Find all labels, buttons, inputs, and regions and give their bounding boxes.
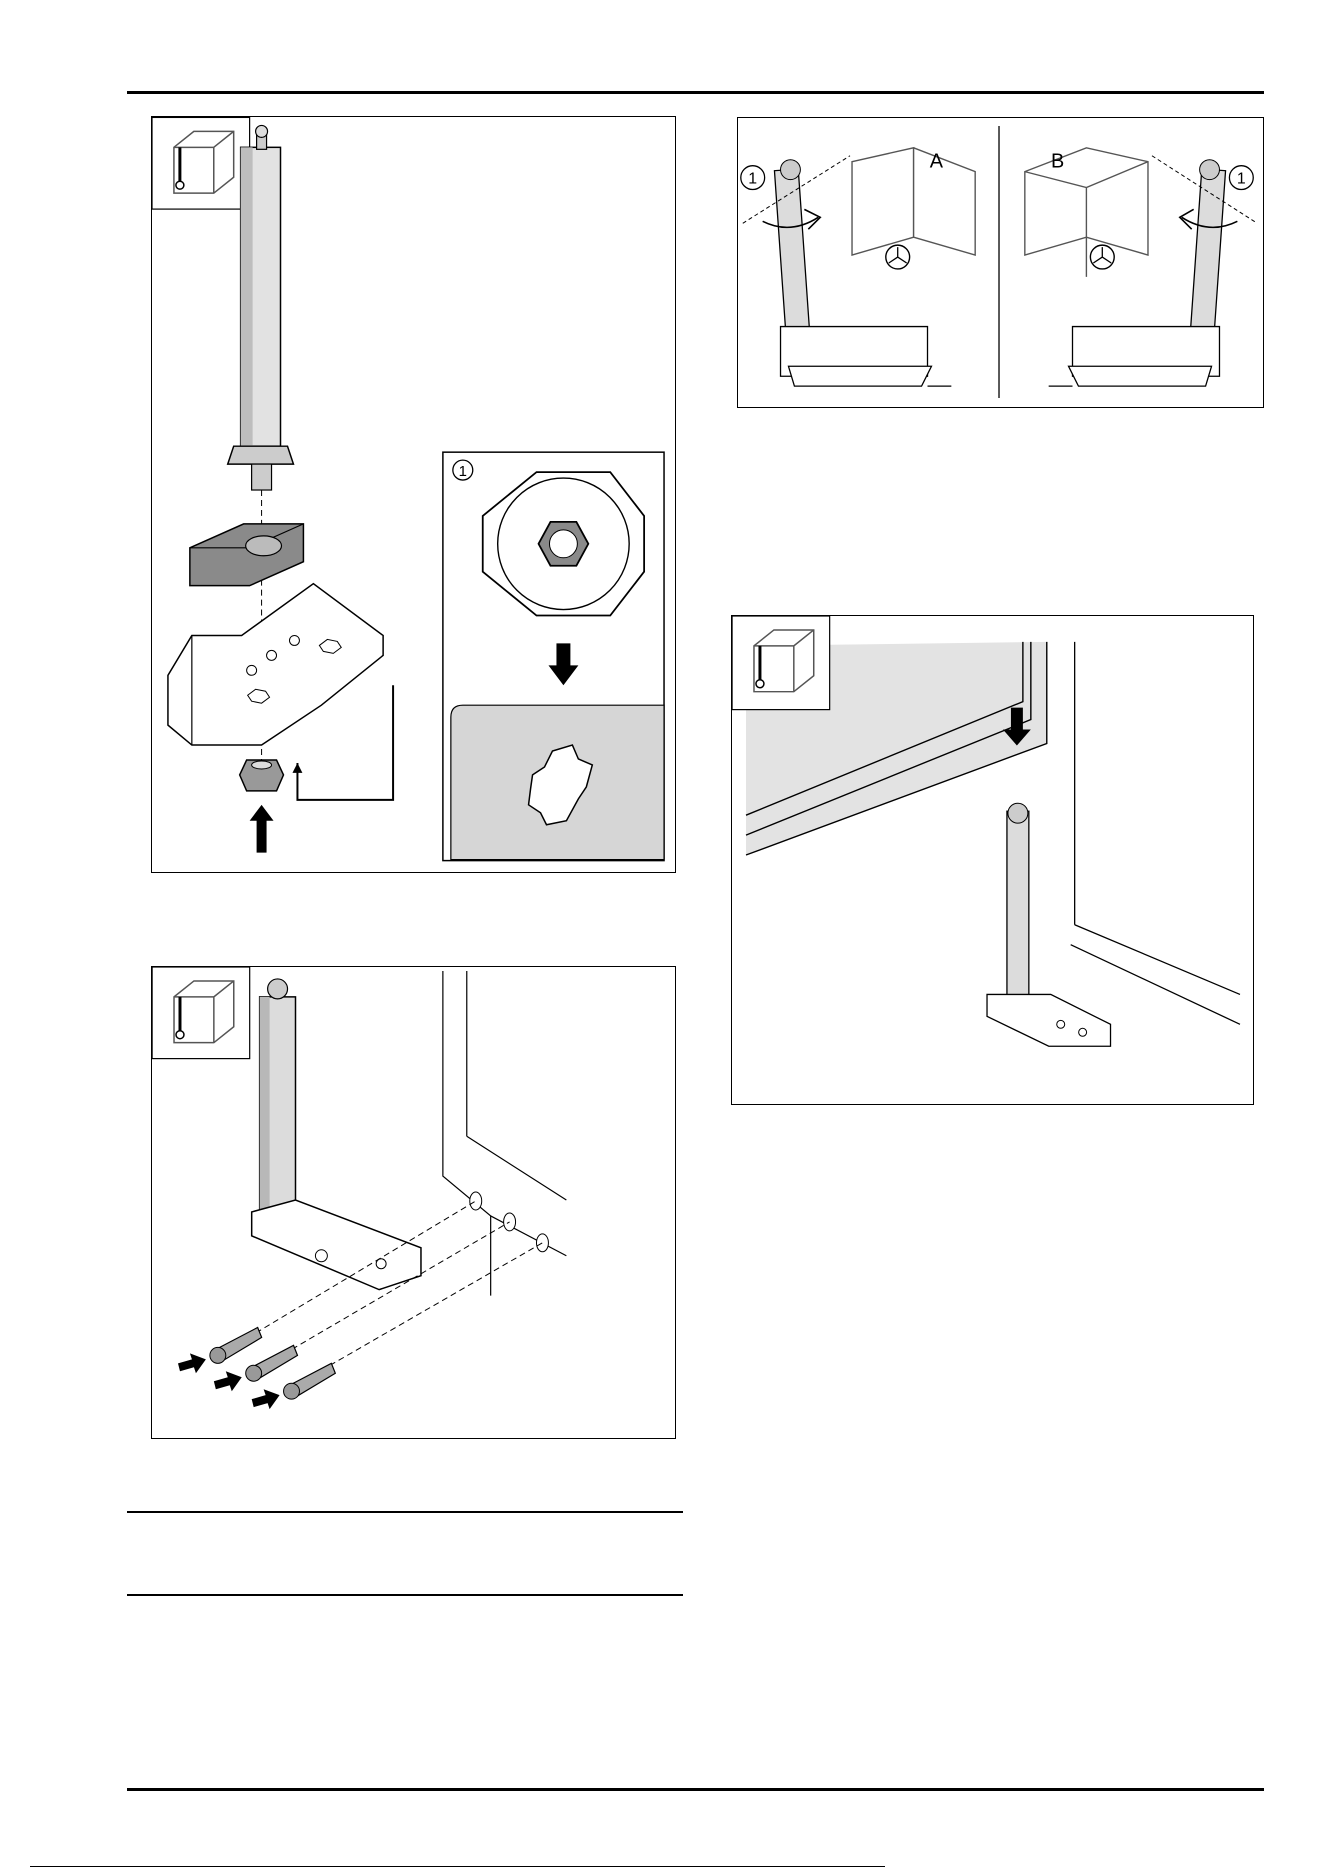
label-b: B — [1051, 151, 1064, 173]
header-rule — [127, 91, 1264, 94]
push-arrow — [178, 1353, 206, 1373]
variant-a: A 1 — [741, 148, 975, 386]
hex-nut — [240, 760, 284, 791]
push-arrow — [214, 1371, 242, 1391]
appliance-position-icon — [152, 967, 250, 1059]
insert-arrow-up — [250, 805, 274, 853]
mounted-hinge-pin — [987, 803, 1110, 1046]
footer-thin-rule — [30, 1866, 885, 1867]
bracket-with-pin — [252, 979, 421, 1290]
figure-door-adjustment: A 1 B 1 — [737, 117, 1264, 408]
label-a: A — [930, 151, 944, 173]
screw — [246, 1345, 298, 1381]
callout-right: 1 — [1237, 171, 1246, 188]
bushing-block — [190, 524, 304, 586]
appliance-position-icon — [152, 117, 250, 209]
figure-hinge-pin-exploded: 1 — [151, 116, 676, 873]
figure-pin-installation — [731, 615, 1254, 1105]
pin-installation-illustration — [732, 616, 1253, 1104]
callout-left: 1 — [748, 171, 757, 188]
variant-b: B 1 — [1025, 148, 1257, 386]
hinge-pin-exploded-illustration: 1 — [152, 117, 675, 872]
figure-bracket-screws — [151, 966, 676, 1439]
section-rule-top — [127, 1511, 683, 1513]
screw — [210, 1327, 262, 1363]
push-arrow — [252, 1389, 280, 1409]
hinge-bracket — [168, 584, 383, 745]
door-adjustment-illustration: A 1 B 1 — [738, 118, 1263, 407]
section-rule-bottom — [127, 1594, 683, 1596]
bracket-screws-illustration — [152, 967, 675, 1438]
footer-rule — [127, 1788, 1264, 1791]
appliance-position-icon — [732, 616, 830, 710]
inset-callout-number: 1 — [459, 463, 467, 480]
detail-inset: 1 — [443, 452, 664, 860]
screw — [284, 1363, 336, 1399]
